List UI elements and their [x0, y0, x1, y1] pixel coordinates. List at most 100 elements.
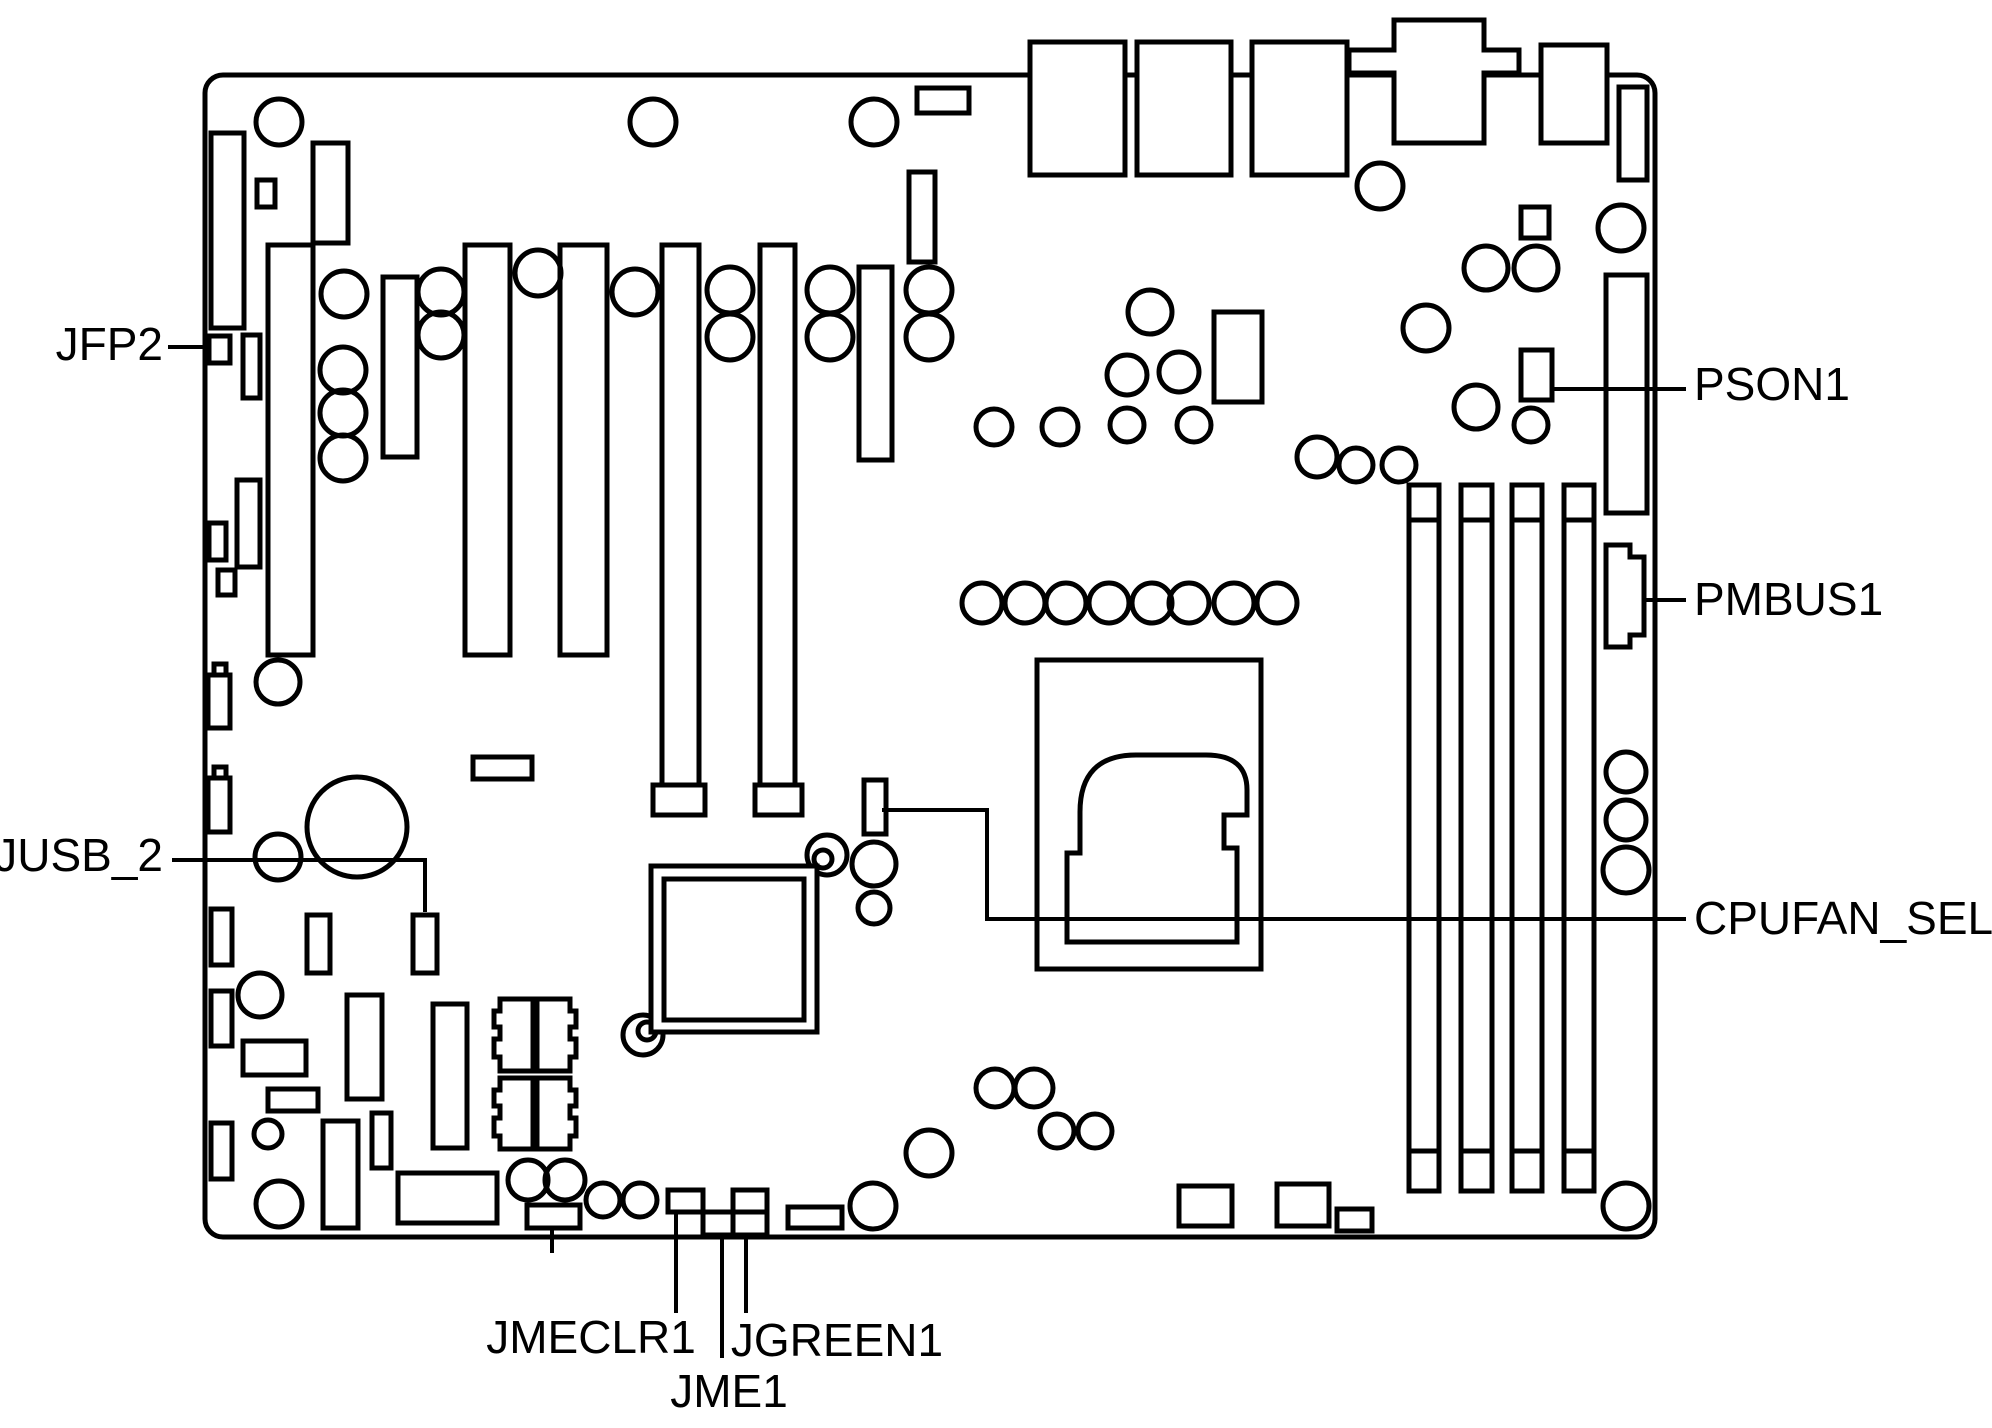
labels: JFP2 JUSB_2 PSON1 PMBUS1 CPUFAN_SEL1 JME…: [0, 318, 1992, 1417]
label-cpufan-sel1: CPUFAN_SEL1: [1694, 892, 1992, 944]
capacitor: [1039, 406, 1081, 448]
mounting-hole: [627, 96, 679, 148]
pmbus1-connector: [1603, 542, 1647, 650]
connector: [240, 332, 263, 401]
capacitor: [1156, 349, 1202, 395]
capacitors: [251, 243, 1652, 1232]
jmeclr1-jumper: [665, 1187, 706, 1215]
capacitor: [317, 344, 369, 396]
io-ports: [1027, 17, 1610, 178]
capacitor: [903, 1127, 955, 1179]
mounting-hole: [235, 970, 285, 1020]
capacitor: [1174, 405, 1214, 445]
capacitor: [1379, 445, 1419, 485]
connector: [234, 477, 263, 570]
connector: [344, 992, 385, 1102]
mounting-hole: [253, 657, 303, 707]
capacitor: [1211, 580, 1257, 626]
right-connectors: [1211, 84, 1650, 650]
capacitor: [855, 889, 893, 927]
label-pson1: PSON1: [1694, 358, 1850, 410]
heatsink-ear-hole: [811, 847, 835, 871]
connector: [470, 754, 535, 782]
capacitor: [1400, 302, 1452, 354]
connector: [914, 85, 972, 116]
left-connectors: [205, 130, 351, 1182]
capacitor: [1043, 580, 1089, 626]
capacitor: [583, 1180, 623, 1220]
capacitor: [1511, 243, 1561, 293]
connector: [1274, 1181, 1332, 1229]
io-port: [1249, 39, 1350, 178]
io-port: [1134, 39, 1234, 178]
capacitor: [542, 1157, 588, 1203]
sata-connector: [491, 996, 536, 1074]
expansion-slot: [856, 264, 895, 463]
capacitor: [512, 247, 564, 299]
label-jfp2: JFP2: [56, 318, 163, 370]
capacitor: [1254, 580, 1300, 626]
io-port: [1538, 42, 1610, 146]
misc-connectors: [240, 754, 1375, 1234]
connector: [310, 140, 351, 246]
expansion-slot: [265, 242, 316, 658]
jme1-jumper: [700, 1209, 738, 1238]
sata-connector: [491, 1075, 536, 1152]
capacitor: [317, 432, 369, 484]
cpufan-sel1-leader: [882, 808, 1686, 921]
connector: [369, 1110, 394, 1171]
capacitor: [1012, 1066, 1056, 1110]
capacitor: [959, 580, 1005, 626]
connector: [240, 1038, 309, 1078]
label-jmeclr1: JMECLR1: [486, 1311, 696, 1363]
capacitor: [847, 1180, 899, 1232]
expansion-slots: [265, 85, 972, 818]
connector: [1211, 309, 1265, 405]
connector: [1616, 84, 1650, 183]
expansion-slot: [462, 242, 513, 658]
label-jgreen1: JGREEN1: [731, 1314, 943, 1366]
connector: [785, 1204, 845, 1231]
label-jusb2: JUSB_2: [0, 829, 163, 881]
capacitor: [704, 311, 756, 363]
capacitor: [251, 1117, 285, 1151]
connector: [265, 1086, 321, 1114]
connector: [1603, 272, 1650, 516]
label-jme1: JME1: [670, 1365, 788, 1417]
chipset-heatsink: [620, 832, 850, 1058]
mounting-hole: [1600, 1180, 1652, 1232]
capacitor: [1511, 405, 1551, 445]
capacitor: [1336, 445, 1376, 485]
connector: [1334, 1206, 1375, 1234]
connector: [906, 169, 938, 265]
connector: [395, 1170, 500, 1226]
dimm-slots: [1406, 482, 1597, 1194]
connector: [208, 130, 247, 331]
slot-foot: [752, 782, 805, 818]
capacitor: [1075, 1111, 1115, 1151]
capacitor: [1600, 844, 1652, 896]
capacitor: [505, 1157, 551, 1203]
capacitor: [620, 1180, 660, 1220]
sata-connector: [534, 996, 579, 1074]
expansion-slot: [659, 242, 702, 788]
connector: [320, 1118, 361, 1231]
battery: [304, 774, 410, 880]
dimm-slot: [1406, 482, 1442, 1194]
cpu-socket-cover: [1064, 752, 1250, 945]
mounting-hole: [1595, 202, 1647, 254]
mounting-hole: [253, 96, 305, 148]
dimm-slot: [1561, 482, 1597, 1194]
expansion-slot: [557, 242, 610, 658]
connector: [208, 906, 235, 968]
sata-connectors: [491, 996, 579, 1152]
capacitor: [252, 831, 304, 883]
capacitor: [1037, 1111, 1077, 1151]
bottom-header: [524, 1202, 583, 1231]
connector: [205, 672, 233, 731]
cpufan-sel1-jumper: [861, 777, 889, 837]
connector: [1518, 204, 1552, 241]
connector: [205, 775, 233, 835]
